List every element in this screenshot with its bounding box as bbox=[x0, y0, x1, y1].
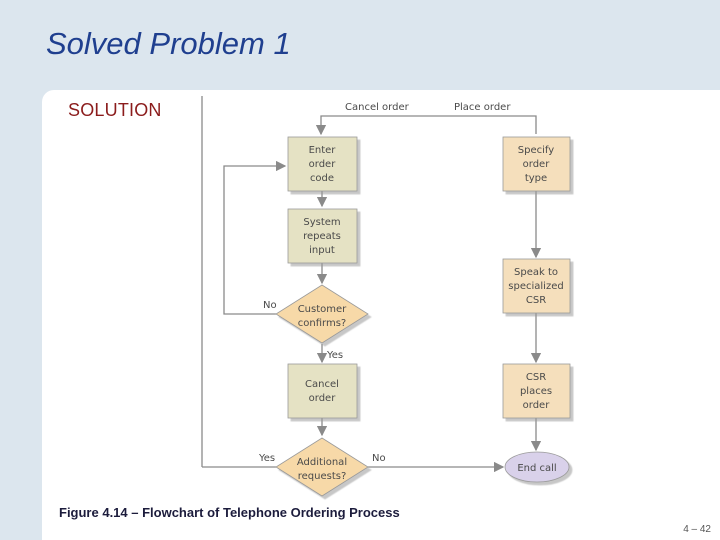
node-line: CSR bbox=[526, 295, 546, 306]
node-line: confirms? bbox=[298, 318, 346, 329]
yes-label-confirm: Yes bbox=[326, 350, 343, 361]
node-line: Customer bbox=[298, 304, 347, 315]
node-line: Additional bbox=[297, 457, 347, 468]
no-label-additional: No bbox=[372, 453, 386, 464]
content-panel bbox=[42, 90, 720, 540]
node-system-repeats-input: System repeats input bbox=[287, 208, 358, 264]
node-line: order bbox=[309, 393, 337, 404]
node-line: End call bbox=[517, 463, 556, 474]
yes-label-additional: Yes bbox=[258, 453, 275, 464]
node-line: type bbox=[525, 173, 547, 184]
place-order-label: Place order bbox=[454, 102, 511, 113]
no-label-confirm: No bbox=[263, 300, 277, 311]
solution-heading: SOLUTION bbox=[68, 100, 162, 120]
node-line: code bbox=[310, 173, 334, 184]
node-line: places bbox=[520, 386, 552, 397]
node-line: order bbox=[309, 159, 337, 170]
node-customer-confirms: Customer confirms? bbox=[275, 284, 369, 344]
node-csr-places-order: CSR places order bbox=[502, 363, 571, 419]
slide-title: Solved Problem 1 bbox=[46, 26, 291, 61]
figure-caption: Figure 4.14 – Flowchart of Telephone Ord… bbox=[59, 505, 400, 520]
cancel-order-label: Cancel order bbox=[345, 102, 410, 113]
node-line: Cancel bbox=[305, 379, 339, 390]
node-specify-order-type: Specify order type bbox=[502, 136, 571, 192]
node-line: Speak to bbox=[514, 267, 558, 278]
node-line: order bbox=[523, 159, 551, 170]
node-cancel-order: Cancel order bbox=[287, 363, 358, 419]
node-line: Specify bbox=[518, 145, 554, 156]
node-line: specialized bbox=[508, 281, 563, 292]
slide-number: 4 – 42 bbox=[683, 524, 711, 535]
edge-confirm-no bbox=[223, 160, 287, 315]
node-line: repeats bbox=[303, 231, 341, 242]
node-end-call: End call bbox=[504, 451, 570, 483]
node-line: requests? bbox=[298, 471, 347, 482]
node-line: CSR bbox=[526, 372, 546, 383]
connectors bbox=[201, 96, 542, 473]
node-speak-to-csr: Speak to specialized CSR bbox=[502, 258, 571, 314]
node-additional-requests: Additional requests? bbox=[275, 437, 369, 497]
top-loop-line bbox=[315, 115, 537, 136]
node-line: Enter bbox=[309, 145, 337, 156]
node-enter-order-code: Enter order code bbox=[287, 136, 358, 192]
node-line: order bbox=[523, 400, 551, 411]
node-line: System bbox=[303, 217, 340, 228]
node-line: input bbox=[309, 245, 335, 256]
